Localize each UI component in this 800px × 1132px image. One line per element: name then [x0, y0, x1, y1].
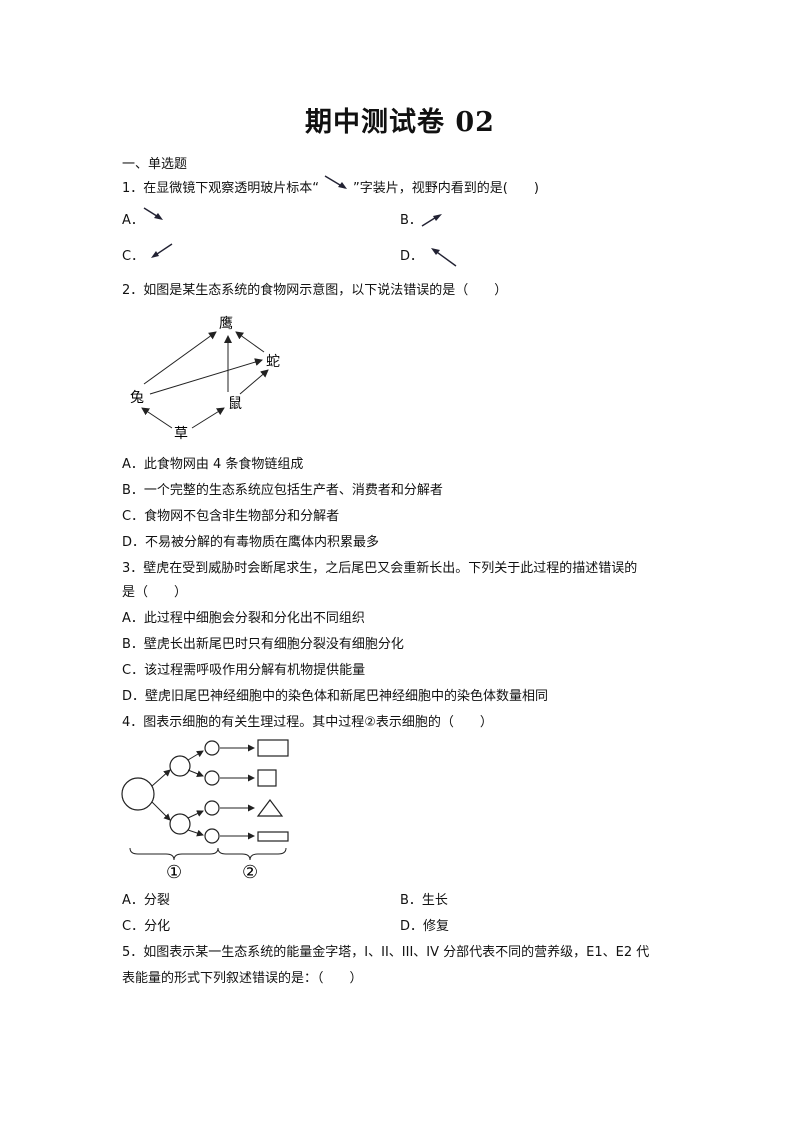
question-5-text-line2: 表能量的形式下列叙述错误的是：（ ） [122, 971, 363, 986]
daughter-cell-1 [169, 755, 191, 777]
question-2-option-b[interactable]: B．一个完整的生态系统应包括生产者、消费者和分解者 [122, 483, 443, 498]
diagram-mouse-label: 鼠 [228, 396, 242, 412]
question-2-option-c[interactable]: C．食物网不包含非生物部分和分解者 [122, 509, 340, 524]
question-1-option-a[interactable]: A． [122, 213, 144, 228]
tissue-rect-3 [257, 831, 289, 842]
diagram-snake-label: 蛇 [266, 354, 280, 370]
option-b-arrow-icon [421, 214, 442, 227]
question-3-option-d[interactable]: D．壁虎旧尾巴神经细胞中的染色体和新尾巴神经细胞中的染色体数量相同 [122, 689, 549, 704]
question-2-text: 2．如图是某生态系统的食物网示意图，以下说法错误的是（ ） [122, 283, 508, 298]
question-4-option-c[interactable]: C．分化 [122, 919, 171, 934]
tissue-rect-1 [257, 739, 289, 757]
option-a-arrow-icon [143, 207, 163, 220]
question-4-option-b[interactable]: B．生长 [400, 893, 448, 908]
tissue-triangle [256, 799, 284, 817]
question-2-option-a[interactable]: A．此食物网由 4 条食物链组成 [122, 457, 304, 472]
question-1-text-after: ”字装片，视野内看到的是( ) [353, 181, 539, 196]
question-1-option-d[interactable]: D． [400, 249, 424, 264]
option-c-arrow-icon [151, 243, 173, 258]
diagram-rabbit-label: 兔 [130, 390, 144, 406]
diagram-eagle-label: 鹰 [219, 316, 233, 332]
daughter-cell-2 [169, 813, 191, 835]
process-label-2: ② [242, 862, 258, 883]
option-d-arrow-icon [431, 248, 457, 267]
question-3-text-line1: 3．壁虎在受到威胁时会断尾求生，之后尾巴又会重新长出。下列关于此过程的描述错误的 [122, 561, 638, 576]
arrow-rabbit-snake [149, 358, 263, 395]
section-heading: 一、单选题 [122, 157, 188, 172]
question-2-option-d[interactable]: D．不易被分解的有毒物质在鹰体内积累最多 [122, 535, 380, 550]
question-1-text-before: 1．在显微镜下观察透明玻片标本“ [122, 181, 320, 196]
process-label-1: ① [166, 862, 182, 883]
question-3-text-line2: 是（ ） [122, 585, 188, 600]
arrow-mouse-snake [239, 369, 269, 395]
question-4-option-a[interactable]: A．分裂 [122, 893, 170, 908]
tissue-rect-2 [257, 769, 277, 787]
arrow-grass-rabbit [141, 407, 173, 429]
arrow-rabbit-eagle [143, 331, 217, 385]
arrow-snake-eagle [235, 331, 265, 353]
question-5-text-line1: 5．如图表示某一生态系统的能量金字塔，I、II、III、IV 分部代表不同的营养… [122, 945, 650, 960]
cell-process-diagram: ① ② [121, 739, 289, 883]
diagram-grass-label: 草 [174, 426, 188, 442]
specimen-arrow-icon [324, 175, 348, 189]
arrow-grass-mouse [191, 407, 225, 429]
question-1-option-c[interactable]: C． [122, 249, 145, 264]
question-3-option-a[interactable]: A．此过程中细胞会分裂和分化出不同组织 [122, 611, 365, 626]
parent-cell [121, 777, 155, 811]
question-1-option-b[interactable]: B． [400, 213, 422, 228]
food-web-diagram: 鹰 蛇 兔 鼠 草 [130, 316, 280, 442]
question-4-text: 4．图表示细胞的有关生理过程。其中过程②表示细胞的（ ） [122, 715, 493, 730]
question-3-option-b[interactable]: B．壁虎长出新尾巴时只有细胞分裂没有细胞分化 [122, 637, 404, 652]
page-title: 期中测试卷 02 [305, 107, 495, 138]
question-1-text: 1．在显微镜下观察透明玻片标本“ ”字装片，视野内看到的是( ) [122, 175, 539, 198]
specimen-arrow [319, 175, 353, 192]
question-3-option-c[interactable]: C．该过程需呼吸作用分解有机物提供能量 [122, 663, 366, 678]
question-4-option-d[interactable]: D．修复 [400, 919, 450, 934]
